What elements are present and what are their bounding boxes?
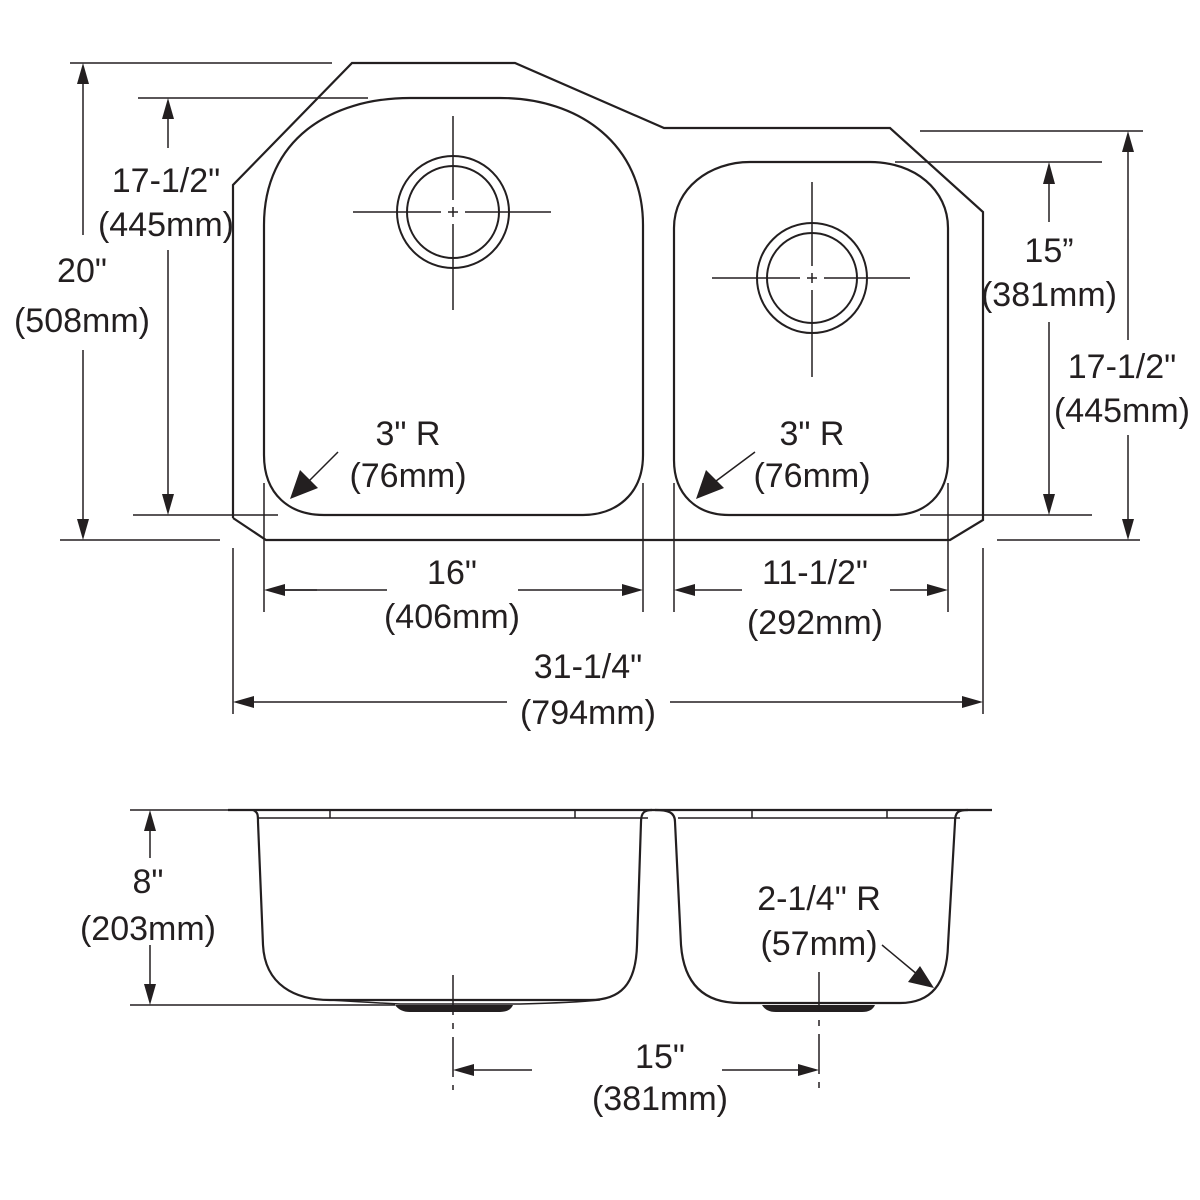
right-outer-depth-in: 17-1/2"	[1068, 348, 1176, 386]
drain-spacing-in: 15"	[635, 1038, 685, 1076]
right-outer-depth-mm: (445mm)	[1054, 392, 1190, 430]
dim-overall-depth: 20" (508mm)	[14, 63, 150, 540]
side-view: 8" (203mm) 2-1/4" R (57mm) 15" (381mm)	[80, 808, 992, 1118]
dim-drain-spacing: 15" (381mm)	[453, 1038, 819, 1118]
dim-right-corner-radius: 3" R (76mm)	[696, 415, 871, 499]
left-bowl-depth-in: 17-1/2"	[112, 162, 220, 200]
overall-width-in: 31-1/4"	[534, 648, 642, 686]
top-view: 20" (508mm) 17-1/2" (445mm) 15” (381mm)	[14, 61, 1190, 732]
right-bowl-width-in: 11-1/2"	[762, 554, 868, 592]
right-bowl-outline	[672, 160, 950, 517]
right-bowl-width-mm: (292mm)	[747, 604, 883, 642]
overall-depth-in: 20"	[57, 252, 107, 290]
dim-right-bowl-depth: 15” (381mm)	[981, 162, 1117, 515]
left-bowl-depth-mm: (445mm)	[98, 206, 234, 244]
left-radius-mm: (76mm)	[349, 457, 466, 495]
sink-outer-outline	[231, 61, 985, 542]
bowl-depth-mm: (203mm)	[80, 910, 216, 948]
left-radius-in: 3" R	[376, 415, 441, 453]
left-drain-icon	[353, 116, 551, 310]
dim-bowl-depth: 8" (203mm)	[80, 810, 216, 1005]
right-bowl-profile	[654, 808, 969, 1005]
dim-left-bowl-depth: 17-1/2" (445mm)	[98, 98, 234, 515]
left-bowl-width-mm: (406mm)	[384, 598, 520, 636]
dim-right-outer-depth: 17-1/2" (445mm)	[1054, 131, 1190, 540]
right-bowl-depth-in: 15”	[1024, 232, 1073, 270]
overall-width-mm: (794mm)	[520, 694, 656, 732]
left-bowl-profile	[252, 808, 653, 1002]
bottom-radius-mm: (57mm)	[760, 925, 877, 963]
right-radius-mm: (76mm)	[753, 457, 870, 495]
dim-left-corner-radius: 3" R (76mm)	[290, 415, 467, 499]
left-drain-body	[395, 1005, 513, 1012]
overall-depth-mm: (508mm)	[14, 302, 150, 340]
right-bowl-depth-mm: (381mm)	[981, 276, 1117, 314]
right-radius-in: 3" R	[780, 415, 845, 453]
drain-spacing-mm: (381mm)	[592, 1080, 728, 1118]
dim-left-bowl-width: 16" (406mm)	[264, 554, 643, 636]
bottom-radius-in: 2-1/4" R	[757, 880, 881, 918]
right-drain-icon	[712, 182, 910, 377]
bowl-depth-in: 8"	[133, 863, 164, 901]
left-bowl-width-in: 16"	[427, 554, 477, 592]
dim-overall-width: 31-1/4" (794mm)	[233, 648, 983, 732]
dim-bottom-radius: 2-1/4" R (57mm)	[757, 880, 934, 988]
left-bowl-outline	[262, 96, 645, 517]
dim-right-bowl-width: 11-1/2" (292mm)	[674, 554, 948, 642]
